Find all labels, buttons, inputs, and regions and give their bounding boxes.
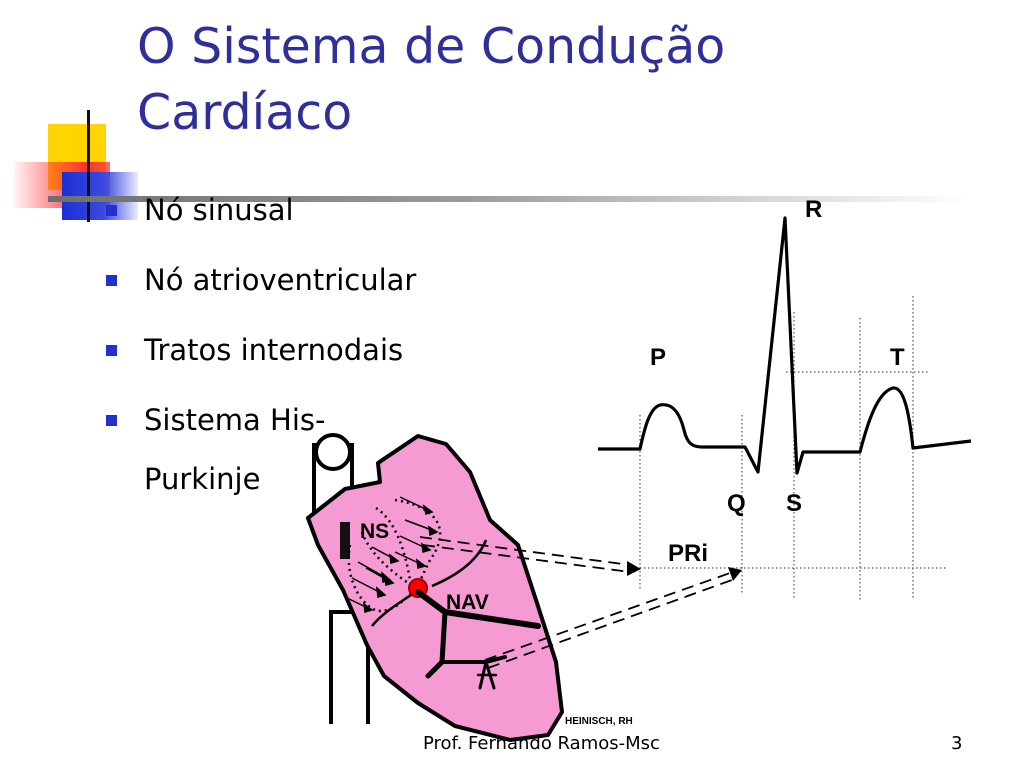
- bullet-text: Tratos internodais: [144, 333, 404, 367]
- ecg-label-pri: PRi: [668, 540, 708, 567]
- bullet-text-continuation: Purkinje: [144, 462, 261, 496]
- bullet-square-icon: [106, 275, 117, 286]
- ecg-label-t: T: [890, 344, 905, 371]
- bullet-text: Nó atrioventricular: [144, 263, 417, 297]
- sinus-bar: [340, 522, 350, 559]
- slide-title: O Sistema de Condução Cardíaco: [137, 14, 725, 146]
- corner-decoration-vertical-line: [87, 110, 90, 222]
- ecg-label-s: S: [786, 490, 802, 517]
- bullet-item: Nó sinusal: [104, 193, 484, 228]
- pointer-arrows: [419, 536, 742, 669]
- lower-vessel: [329, 610, 370, 724]
- his-purkinje-system: [415, 589, 541, 690]
- image-credit: HEINISCH, RH: [565, 716, 633, 727]
- slide-title-line-2: Cardíaco: [137, 84, 353, 141]
- slide-title-line-1: O Sistema de Condução: [137, 18, 726, 75]
- ns-label: NS: [360, 520, 389, 543]
- internodal-tracts: [347, 498, 442, 613]
- bullet-text: Sistema His-: [144, 403, 326, 437]
- nav-label: NAV: [446, 591, 489, 614]
- bullet-item: Tratos internodais: [104, 333, 484, 368]
- ecg-label-r: R: [805, 196, 822, 223]
- vessel-opening: [314, 433, 352, 471]
- bullet-item: Sistema His- Purkinje: [104, 403, 484, 497]
- conduction-arrows: [344, 496, 439, 613]
- bullet-text: Nó sinusal: [144, 193, 294, 227]
- bullet-square-icon: [106, 205, 117, 216]
- title-divider: [48, 196, 968, 202]
- ecg-label-q: Q: [727, 490, 746, 517]
- bullet-square-icon: [106, 415, 117, 426]
- page-number: 3: [951, 733, 963, 754]
- heart-illustration: NS NAV HEINISCH, RH: [306, 433, 633, 742]
- bullet-list: Nó sinusal Nó atrioventricular Tratos in…: [104, 193, 484, 532]
- bullet-item: Nó atrioventricular: [104, 263, 484, 298]
- bullet-square-icon: [106, 345, 117, 356]
- ecg-label-p: P: [650, 344, 666, 371]
- ecg-waveform: [598, 216, 972, 475]
- arrowhead-icon: [728, 567, 742, 581]
- arrowhead-icon: [627, 561, 641, 576]
- footer-author: Prof. Fernando Ramos-Msc: [423, 733, 660, 754]
